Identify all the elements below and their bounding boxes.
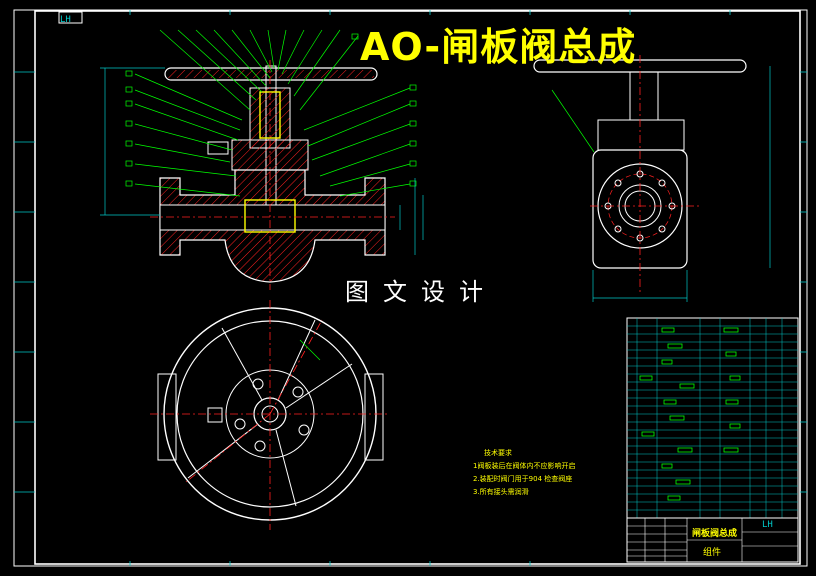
side-view bbox=[533, 55, 771, 302]
tech-requirement-item: 2.装配时阀门用于904 检查阀座 bbox=[473, 475, 573, 483]
tech-requirement-item: 3.所有接头需润滑 bbox=[473, 488, 529, 496]
drawing-frame bbox=[13, 9, 808, 567]
watermark-text: 图文设计 bbox=[345, 278, 497, 306]
part-balloons bbox=[125, 33, 417, 187]
drawing-title: AO-闸板阀总成 bbox=[360, 25, 637, 69]
front-view-dimensions bbox=[100, 67, 424, 255]
top-view bbox=[150, 300, 390, 530]
drawing-code: LH bbox=[60, 15, 71, 25]
title-block-name: 闸板阀总成 bbox=[692, 529, 738, 539]
tech-requirement-item: 1阀板装后在阀体内不应影响开启 bbox=[473, 462, 576, 470]
title-block bbox=[626, 517, 799, 563]
front-section-view bbox=[150, 60, 395, 290]
tech-requirements-heading: 技术要求 bbox=[484, 449, 512, 457]
part-leaders bbox=[134, 29, 411, 197]
title-block-subtitle: 组件 bbox=[703, 548, 722, 558]
parts-list-table bbox=[626, 317, 799, 519]
title-block-code: LH bbox=[762, 520, 773, 530]
